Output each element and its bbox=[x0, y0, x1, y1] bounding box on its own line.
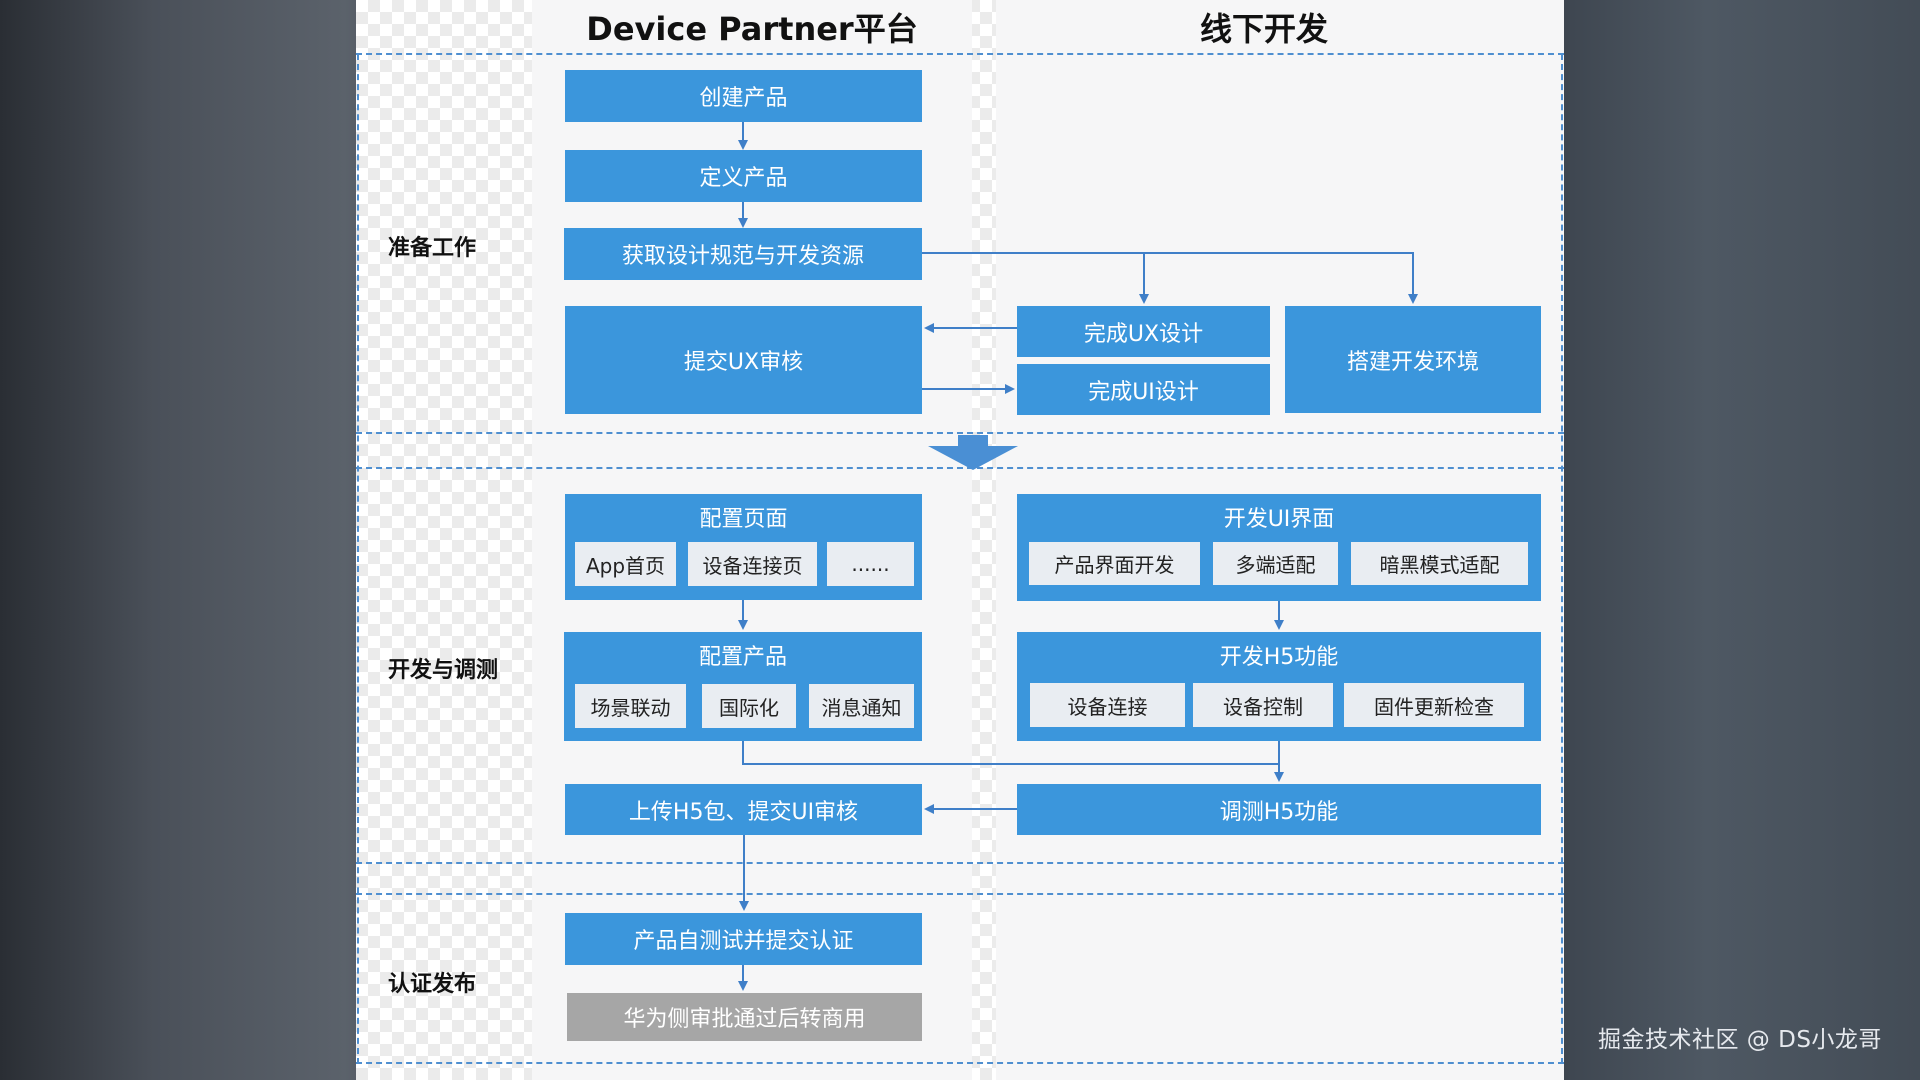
group-title-config-pages: 配置页面 bbox=[699, 507, 788, 532]
divider-cert-start bbox=[356, 893, 1564, 895]
row-label-prep: 准备工作 bbox=[388, 236, 477, 261]
chip-product-ui-dev: 产品界面开发 bbox=[1029, 542, 1200, 585]
divider-dev-start bbox=[356, 467, 1564, 469]
divider-top bbox=[356, 53, 1564, 55]
chip-device-connection: 设备连接 bbox=[1030, 683, 1185, 727]
step-get-resources: 获取设计规范与开发资源 bbox=[564, 228, 922, 280]
chip-more: ...... bbox=[827, 542, 914, 586]
step-define-product: 定义产品 bbox=[565, 150, 922, 202]
divider-dev-end bbox=[356, 862, 1564, 864]
divider-left bbox=[357, 54, 359, 1064]
step-debug-h5: 调测H5功能 bbox=[1017, 784, 1541, 835]
group-config-product: 配置产品 场景联动 国际化 消息通知 bbox=[564, 632, 922, 741]
chip-device-connect-page: 设备连接页 bbox=[688, 542, 817, 586]
arrow-resources-to-env bbox=[1144, 252, 1418, 304]
chip-dark-mode: 暗黑模式适配 bbox=[1351, 542, 1528, 585]
group-config-pages: 配置页面 App首页 设备连接页 ...... bbox=[565, 494, 922, 600]
group-dev-h5: 开发H5功能 设备连接 设备控制 固件更新检查 bbox=[1017, 632, 1541, 741]
flow-connectors bbox=[738, 122, 1418, 991]
step-create-product: 创建产品 bbox=[565, 70, 922, 122]
stage-transition-arrow bbox=[928, 435, 1018, 470]
step-complete-ux: 完成UX设计 bbox=[1017, 306, 1270, 357]
group-title-dev-ui: 开发UI界面 bbox=[1223, 507, 1335, 532]
column-title-platform: Device Partner平台 bbox=[586, 10, 918, 48]
step-self-test: 产品自测试并提交认证 bbox=[565, 913, 922, 965]
arrow-product-to-debug bbox=[742, 741, 1279, 765]
group-title-config-product: 配置产品 bbox=[698, 645, 787, 670]
group-title-dev-h5: 开发H5功能 bbox=[1219, 645, 1339, 670]
step-submit-ux-review: 提交UX审核 bbox=[565, 306, 922, 414]
row-label-dev: 开发与调测 bbox=[388, 658, 499, 683]
chip-multi-device: 多端适配 bbox=[1213, 542, 1338, 585]
divider-bottom bbox=[356, 1062, 1564, 1064]
chip-device-control: 设备控制 bbox=[1193, 683, 1333, 727]
step-approval: 华为侧审批通过后转商用 bbox=[567, 993, 922, 1041]
step-upload-h5: 上传H5包、提交UI审核 bbox=[565, 784, 922, 835]
step-setup-env: 搭建开发环境 bbox=[1285, 306, 1541, 413]
column-title-offline: 线下开发 bbox=[1199, 10, 1328, 48]
chip-scene-linkage: 场景联动 bbox=[575, 684, 686, 728]
chip-app-home: App首页 bbox=[575, 542, 676, 586]
step-complete-ui: 完成UI设计 bbox=[1017, 364, 1270, 415]
group-dev-ui: 开发UI界面 产品界面开发 多端适配 暗黑模式适配 bbox=[1017, 494, 1541, 601]
arrow-resources-to-ux bbox=[922, 252, 1149, 304]
chip-firmware-check: 固件更新检查 bbox=[1344, 683, 1524, 727]
watermark-text: 掘金技术社区 @ DS小龙哥 bbox=[1598, 1027, 1882, 1053]
background-right bbox=[1564, 0, 1920, 1080]
chip-notifications: 消息通知 bbox=[809, 684, 914, 728]
flowchart-slide: Device Partner平台 线下开发 准备工作 开发与调测 认证发布 创建… bbox=[356, 0, 1564, 1080]
row-label-cert: 认证发布 bbox=[388, 972, 477, 997]
divider-prep-end bbox=[356, 432, 1564, 434]
chip-i18n: 国际化 bbox=[702, 684, 796, 728]
divider-right bbox=[1561, 54, 1563, 1064]
